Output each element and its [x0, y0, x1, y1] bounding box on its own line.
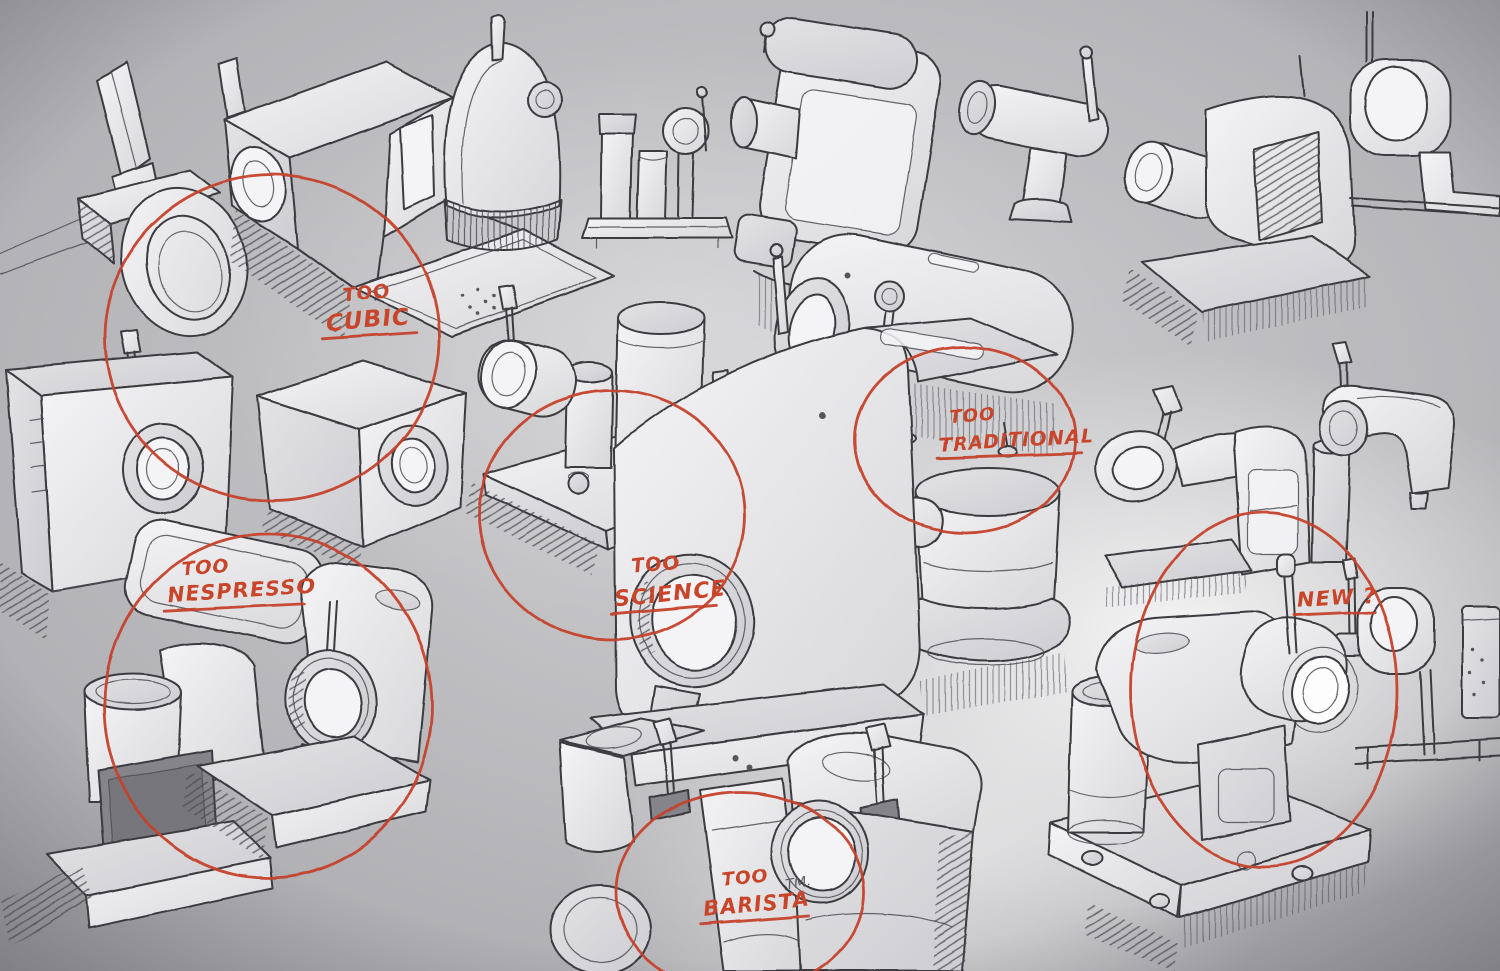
annotation-circle-too-nespresso: [102, 532, 434, 880]
box-lens-machine-sketch: [256, 361, 467, 568]
annotation-underline: [699, 914, 810, 926]
annotation-circle-too-traditional: [853, 345, 1077, 535]
annotation-underline: [1292, 610, 1377, 617]
annotation-new: NEW ?: [1292, 583, 1377, 617]
capsule-caddy-sketch: [581, 87, 733, 249]
designer-signature: TM.: [785, 873, 812, 893]
annotation-underline: [320, 331, 418, 341]
annotation-text: TOO: [948, 404, 995, 427]
compact-ring-machine-sketch: [1319, 341, 1456, 510]
annotation-text: TOO: [342, 281, 392, 307]
arch-body-machine-sketch: [1122, 55, 1371, 346]
annotation-text: NEW ?: [1296, 583, 1377, 612]
annotation-text: TOO: [181, 555, 231, 580]
annotation-circle-too-cubic: [103, 173, 441, 503]
annotation-underline: [162, 602, 306, 613]
annotation-circle-new: [1129, 511, 1399, 869]
red-annotation-layer: TOO CUBIC TOO NESPRESSO TOO SCIENCE TOO …: [102, 173, 1399, 971]
annotation-text: TOO: [720, 865, 770, 892]
capsule-tower-nespresso-machine-sketch: [124, 519, 434, 860]
rounded-shell-machine-sketch: [770, 723, 983, 971]
pencil-sketch-layer: TM.: [0, 11, 1500, 971]
annotation-text: TOO: [631, 551, 681, 578]
dotted-cup-sketch: [1461, 605, 1500, 719]
annotation-too-nespresso: TOO NESPRESSO: [162, 555, 316, 613]
annotation-too-science: TOO SCIENCE: [609, 551, 727, 616]
pipe-loop-machine-sketch: [1349, 11, 1500, 217]
tube-on-stand-sketch: [958, 45, 1109, 223]
annotation-underline: [609, 603, 717, 616]
open-cavity-machine-sketch: [0, 642, 274, 946]
annotation-underline: [935, 452, 1083, 460]
new-concept-machine-sketch: [1047, 553, 1371, 971]
annotation-circle-too-barista: [614, 790, 866, 971]
bell-dome-machine-sketch: [443, 14, 563, 252]
annotation-circle-too-science: [477, 388, 747, 642]
